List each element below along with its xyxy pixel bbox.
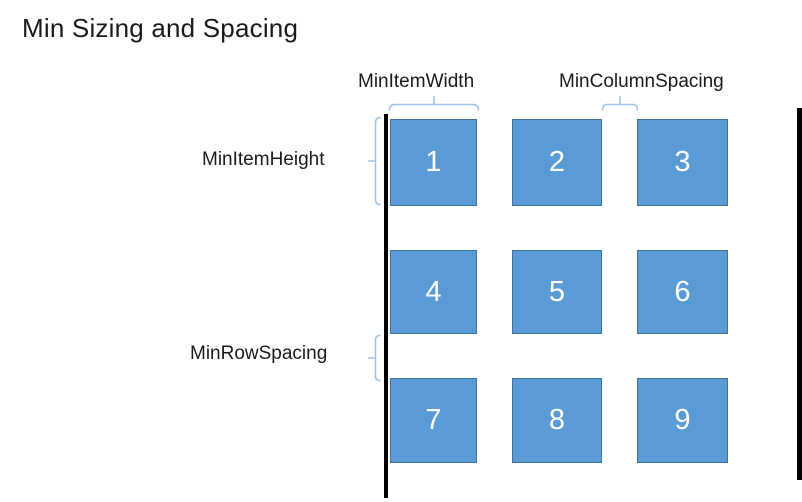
page-title: Min Sizing and Spacing: [22, 13, 299, 43]
min-column-spacing-brace-icon: [601, 95, 639, 111]
grid-item-5: 5: [512, 250, 602, 334]
label-min-item-height: MinItemHeight: [202, 149, 325, 170]
grid-item-4: 4: [390, 250, 477, 334]
min-row-spacing-brace-icon: [367, 334, 381, 382]
grid-item-6: 6: [637, 250, 728, 334]
label-min-item-width: MinItemWidth: [358, 71, 475, 92]
grid-item-7: 7: [390, 378, 477, 463]
min-item-width-brace-icon: [388, 95, 480, 111]
label-min-column-spacing: MinColumnSpacing: [559, 71, 724, 92]
left-boundary-line: [384, 114, 388, 498]
grid-item-8: 8: [512, 378, 602, 463]
grid-item-2: 2: [512, 119, 602, 206]
right-boundary-line: [797, 108, 802, 480]
label-min-row-spacing: MinRowSpacing: [190, 343, 328, 364]
grid-item-9: 9: [637, 378, 728, 463]
min-item-height-brace-icon: [367, 116, 381, 206]
grid-item-3: 3: [637, 119, 728, 206]
grid-item-1: 1: [390, 119, 477, 206]
